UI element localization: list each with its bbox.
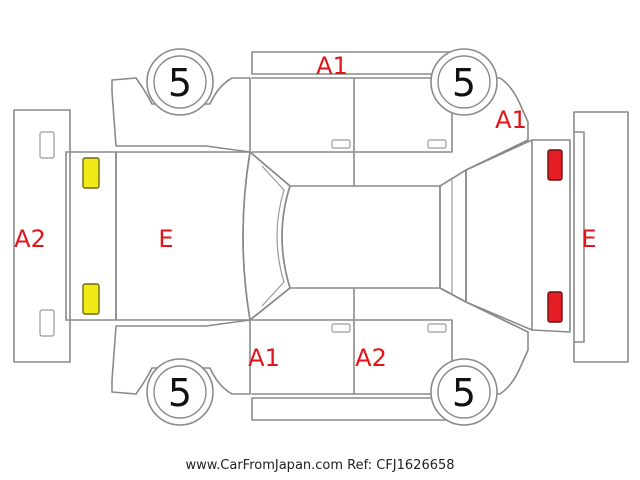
wheel-front-right-grade: 5: [168, 371, 192, 415]
wheel-front-left: 5: [146, 48, 214, 116]
rear-window: [439, 169, 467, 303]
damage-code-hood: E: [158, 225, 173, 253]
damage-code-rear-door-lower: A2: [355, 344, 387, 372]
front-headlight-right: [82, 283, 100, 315]
rear-gate: [465, 139, 571, 333]
wheel-rear-right: 5: [430, 358, 498, 426]
front-headlight-left: [82, 157, 100, 189]
wheel-front-left-grade: 5: [168, 61, 192, 105]
rear-bumper: [573, 111, 629, 363]
wheel-rear-left: 5: [430, 48, 498, 116]
lower-side-body: [111, 287, 529, 421]
damage-code-front-door-lower: A1: [248, 344, 280, 372]
roof-panel: [281, 185, 441, 289]
rear-taillight-left: [547, 149, 563, 181]
wheel-rear-left-grade: 5: [452, 61, 476, 105]
windshield: [242, 151, 291, 321]
wheel-rear-right-grade: 5: [452, 371, 476, 415]
rear-taillight-right: [547, 291, 563, 323]
damage-code-front-bumper: A2: [14, 225, 46, 253]
damage-code-roof-top: A1: [316, 52, 348, 80]
front-fascia: [65, 151, 117, 321]
caption-reference: www.CarFromJapan.com Ref: CFJ1626658: [185, 458, 455, 473]
hood-panel: [115, 151, 251, 321]
damage-code-rear-quarter-upper: A1: [495, 106, 527, 134]
wheel-front-right: 5: [146, 358, 214, 426]
damage-code-rear-gate: E: [581, 225, 596, 253]
front-bumper: [13, 109, 71, 363]
